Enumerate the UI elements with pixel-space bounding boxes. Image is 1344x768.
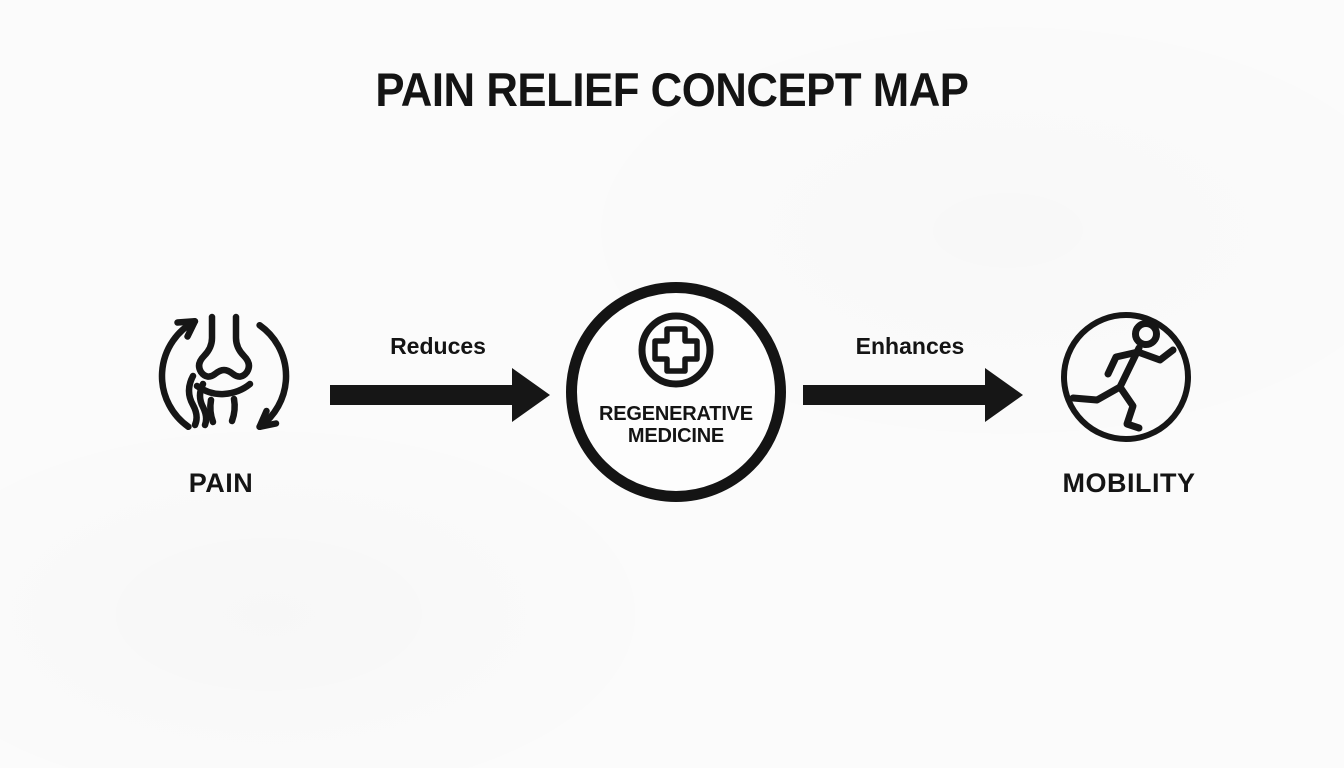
tibia-plateau bbox=[193, 380, 254, 398]
regenerative-medicine-node: REGENERATIVE MEDICINE bbox=[566, 282, 786, 502]
runner-back-leg bbox=[1116, 383, 1143, 432]
runner-front-arm bbox=[1134, 346, 1177, 364]
regenerative-medicine-line1: REGENERATIVE bbox=[599, 403, 753, 425]
running-person-icon bbox=[1061, 312, 1191, 442]
knee-joint-cycle-icon bbox=[158, 313, 290, 431]
cycle-arrowhead-top-icon bbox=[174, 318, 199, 340]
pain-wave-line-2 bbox=[196, 380, 210, 429]
medical-cross-wrap bbox=[634, 308, 718, 397]
cycle-arrowhead-bottom-icon bbox=[256, 407, 280, 431]
runner-head bbox=[1132, 320, 1160, 348]
cross-ring bbox=[638, 312, 714, 388]
mobility-node bbox=[1046, 297, 1206, 462]
regenerative-medicine-line2: MEDICINE bbox=[627, 424, 725, 447]
tibia-shaft-right bbox=[228, 395, 238, 425]
regenerative-medicine-label: REGENERATIVE MEDICINE bbox=[599, 403, 753, 447]
pain-label: PAIN bbox=[188, 468, 254, 498]
edge-label-reduces: Reduces bbox=[390, 333, 486, 359]
right-arrow-icon bbox=[803, 368, 1023, 422]
cross-shape bbox=[652, 326, 700, 374]
arrow-pain-to-medicine bbox=[330, 360, 550, 435]
pain-wave-line-1 bbox=[185, 372, 200, 429]
page-title-text: PAIN RELIEF CONCEPT MAP bbox=[375, 63, 969, 116]
medical-cross-icon bbox=[638, 312, 714, 388]
page-title: PAIN RELIEF CONCEPT MAP bbox=[0, 62, 1344, 117]
mobility-ring bbox=[1061, 312, 1191, 442]
edge-label-enhances: Enhances bbox=[855, 333, 965, 359]
cycle-arc-right bbox=[256, 321, 290, 431]
mobility-label: MOBILITY bbox=[1062, 468, 1196, 498]
cycle-arc-left bbox=[158, 318, 199, 431]
runner-back-arm bbox=[1104, 348, 1142, 378]
femur-bone bbox=[195, 313, 253, 380]
tibia-shaft-left bbox=[207, 396, 217, 426]
arrow-medicine-to-mobility bbox=[803, 360, 1023, 435]
pain-node bbox=[144, 296, 304, 461]
runner-front-leg bbox=[1069, 383, 1124, 404]
right-arrow-icon bbox=[330, 368, 550, 422]
